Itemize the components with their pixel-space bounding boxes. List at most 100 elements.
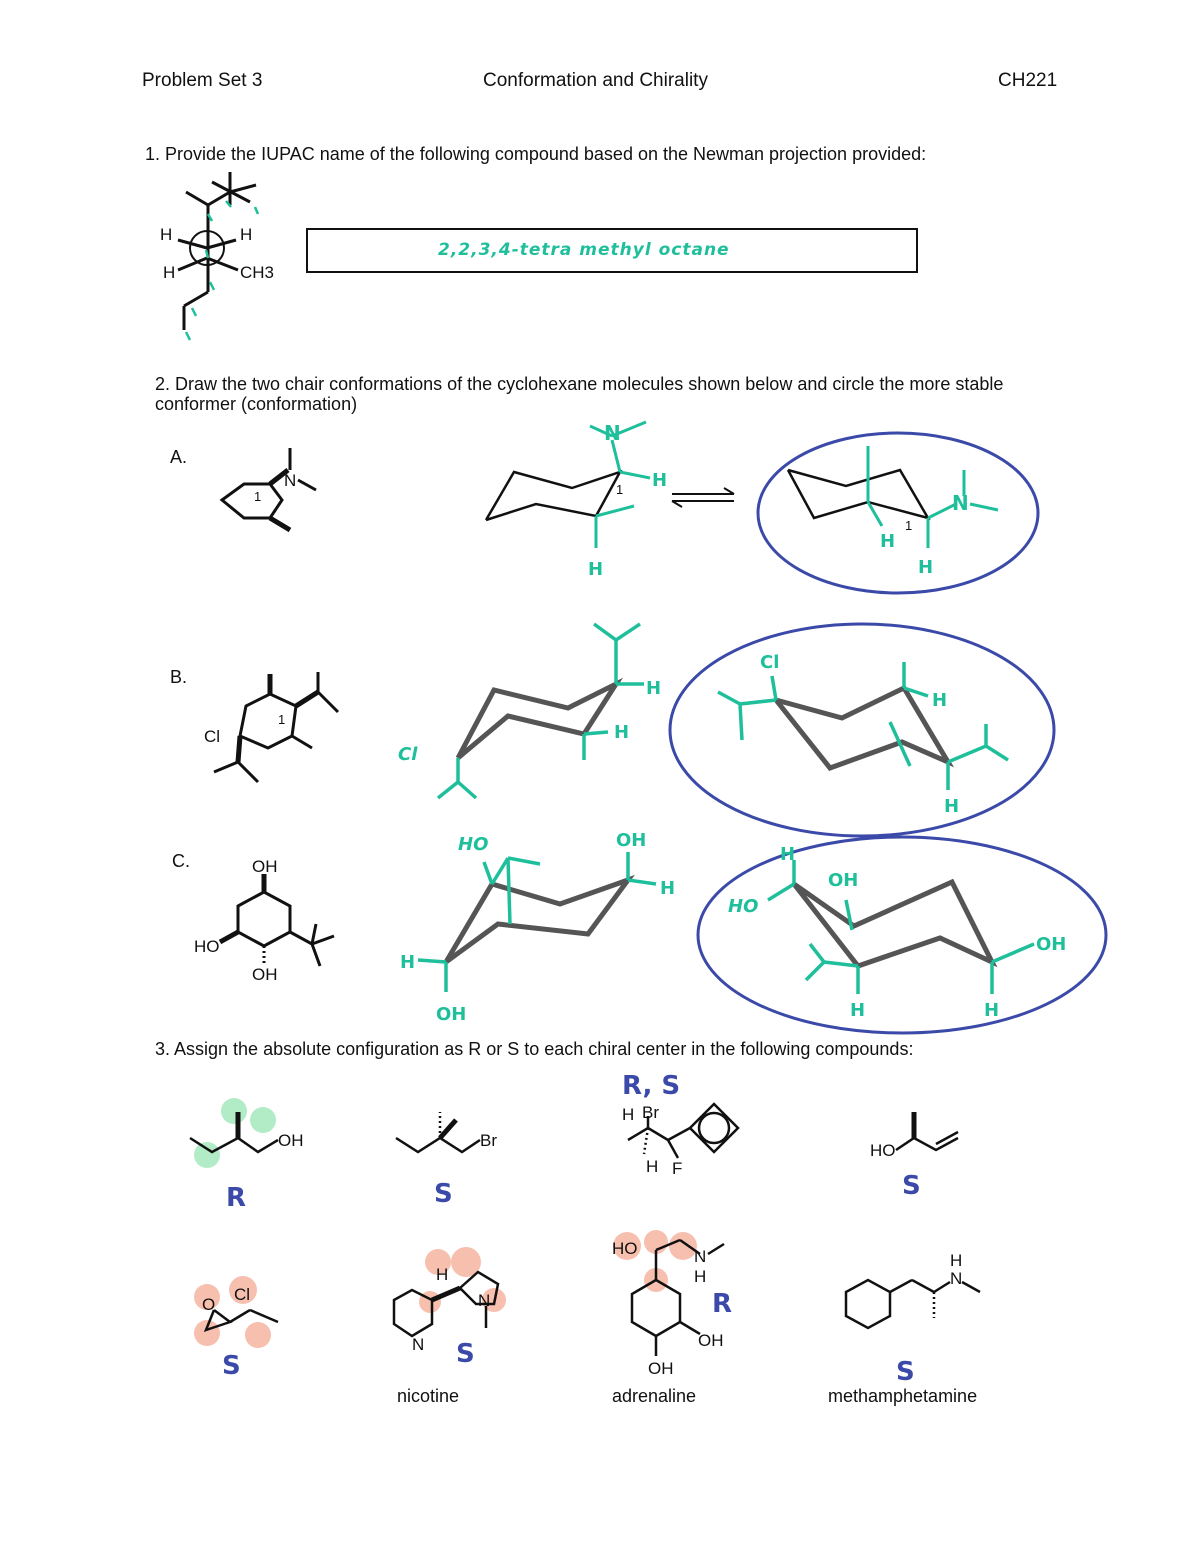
atom-cl: Cl: [234, 1285, 250, 1304]
hw-h: H: [984, 1000, 999, 1021]
hw-h: H: [880, 531, 895, 552]
hw-h: H: [944, 796, 959, 817]
locant-1: 1: [905, 518, 912, 533]
hw-h: H: [652, 470, 667, 491]
atom-ho: HO: [870, 1141, 896, 1160]
stable-circle-2a: [756, 431, 1040, 595]
question-2-prompt-line2: conformer (conformation): [155, 394, 358, 414]
newman-atoms: H H H CH3: [160, 225, 274, 282]
newman-projection: [177, 172, 257, 330]
compound-3-3: H Br H F R, S: [622, 1071, 740, 1178]
atom-oh: OH: [278, 1131, 304, 1150]
hw-cl: Cl: [398, 744, 418, 765]
atom-oh: OH: [698, 1331, 724, 1350]
chair-2a-left-hw: [589, 420, 651, 548]
caption-methamphetamine: methamphetamine: [828, 1386, 978, 1406]
locant-1: 1: [254, 489, 261, 504]
hw-h: H: [646, 678, 661, 699]
answer-box: 2,2,3,4-tetra methyl octane: [306, 228, 918, 273]
chair-2a-right: [786, 468, 931, 520]
atom-h: H: [622, 1105, 634, 1124]
atom-h: H: [160, 225, 172, 244]
atom-ho: HO: [612, 1239, 638, 1258]
locant-1: 1: [278, 712, 285, 727]
stable-circle-2b: [668, 622, 1056, 838]
chair-2c-left-hw: [417, 852, 657, 992]
hw-oh: OH: [828, 870, 858, 891]
chair-2c-right-hw: [767, 860, 1035, 994]
atom-br: Br: [480, 1131, 497, 1150]
atom-n: N: [694, 1247, 706, 1266]
hw-h: H: [780, 844, 795, 865]
compound-nicotine: H N N S: [392, 1247, 506, 1369]
atom-ho: HO: [194, 937, 220, 956]
chair-2b-left-hw: [436, 622, 644, 800]
hw-h: H: [660, 878, 675, 899]
chair-2a-left: [484, 469, 623, 522]
locant-1: 1: [616, 482, 623, 497]
chair-2a-right-hw: [866, 446, 999, 548]
label-a: A.: [170, 447, 188, 467]
hw-ho: HO: [458, 834, 488, 855]
compound-adrenaline: HO N H OH OH R: [612, 1230, 732, 1378]
compound-3-5: O Cl S: [194, 1276, 279, 1381]
molecule-2c-skeletal: [218, 874, 335, 967]
chair-2c-right: [792, 878, 998, 969]
config-label: S: [902, 1171, 921, 1201]
molecule-2a-skeletal: [219, 448, 317, 533]
hw-h: H: [614, 722, 629, 743]
hw-h: H: [400, 952, 415, 973]
atom-oh: OH: [252, 857, 278, 876]
config-label: S: [456, 1339, 475, 1369]
label-c: C.: [172, 851, 190, 871]
compound-methamphetamine: H N S: [844, 1251, 981, 1387]
atom-n: N: [412, 1335, 424, 1354]
compound-3-1: OH R: [189, 1098, 304, 1213]
config-label: R: [712, 1289, 732, 1319]
newman-hw-annotations: [184, 200, 260, 341]
atom-f: F: [672, 1159, 682, 1178]
hw-oh: OH: [616, 830, 646, 851]
config-label: R: [226, 1183, 246, 1213]
chair-2b-right: [774, 684, 955, 771]
equilibrium-arrows: [671, 487, 735, 508]
atom-oh: OH: [648, 1359, 674, 1378]
atom-n: N: [478, 1291, 490, 1310]
question-2-prompt-line1: 2. Draw the two chair conformations of t…: [155, 374, 1004, 394]
hw-h: H: [850, 1000, 865, 1021]
hw-ho: HO: [728, 896, 758, 917]
atom-oh: OH: [252, 965, 278, 984]
atom-cl: Cl: [204, 727, 220, 746]
caption-adrenaline: adrenaline: [612, 1386, 697, 1406]
atom-h: H: [163, 263, 175, 282]
header-left: Problem Set 3: [142, 70, 263, 91]
hw-oh: OH: [1036, 934, 1066, 955]
question-1-prompt: 1. Provide the IUPAC name of the followi…: [145, 144, 927, 164]
answer-text: 2,2,3,4-tetra methyl octane: [438, 240, 730, 260]
hw-h: H: [918, 557, 933, 578]
hw-h: H: [588, 559, 603, 580]
config-label: S: [222, 1351, 241, 1381]
caption-nicotine: nicotine: [397, 1386, 460, 1406]
question-3-prompt: 3. Assign the absolute configuration as …: [155, 1039, 914, 1059]
atom-ch3: CH3: [240, 263, 274, 282]
chair-2b-right-hw: [717, 662, 1009, 790]
config-label: S: [434, 1179, 453, 1209]
atom-h: H: [646, 1157, 658, 1176]
chair-2b-left: [455, 677, 623, 760]
label-b: B.: [170, 667, 188, 687]
header-center: Conformation and Chirality: [483, 70, 708, 91]
atom-br: Br: [642, 1103, 659, 1122]
stable-circle-2c: [696, 835, 1108, 1035]
atom-n: N: [950, 1269, 962, 1288]
atom-h: H: [950, 1251, 962, 1270]
config-label: R, S: [622, 1071, 680, 1101]
hw-oh: OH: [436, 1004, 466, 1025]
header-right: CH221: [998, 70, 1058, 91]
hw-h: H: [932, 690, 947, 711]
atom-n: N: [284, 471, 296, 490]
atom-o: O: [202, 1295, 215, 1314]
hw-n: N: [952, 491, 969, 515]
compound-3-2: Br S: [395, 1112, 497, 1209]
